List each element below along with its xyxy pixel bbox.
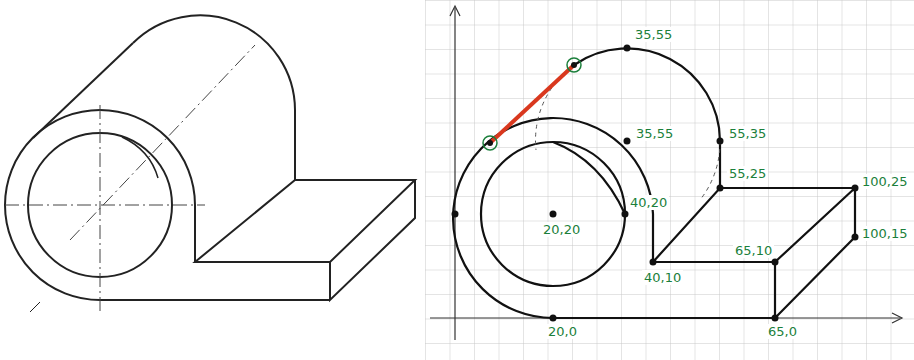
hidden-arc	[535, 65, 720, 200]
coordinate-label: 40,10	[642, 270, 683, 285]
point-rings	[483, 58, 581, 150]
tangent-line	[490, 65, 574, 143]
coordinate-label: 35,55	[633, 27, 674, 42]
isometric-view	[5, 15, 415, 312]
graph-paper	[425, 0, 914, 360]
coordinate-label: 55,35	[727, 126, 768, 141]
coordinate-label: 20,0	[546, 324, 579, 339]
coordinate-label: 35,55	[634, 126, 675, 141]
coordinate-label: 20,20	[541, 222, 582, 237]
axes	[430, 6, 902, 340]
center-lines	[5, 45, 255, 312]
coordinate-label: 100,25	[860, 174, 910, 189]
coordinate-label: 55,25	[727, 166, 768, 181]
hand-sketch	[453, 48, 855, 318]
coordinate-label: 40,20	[628, 195, 669, 210]
coordinate-label: 65,10	[733, 243, 774, 258]
coordinate-label: 65,0	[766, 324, 799, 339]
coordinate-label: 100,15	[860, 226, 910, 241]
point-dots	[452, 45, 859, 322]
